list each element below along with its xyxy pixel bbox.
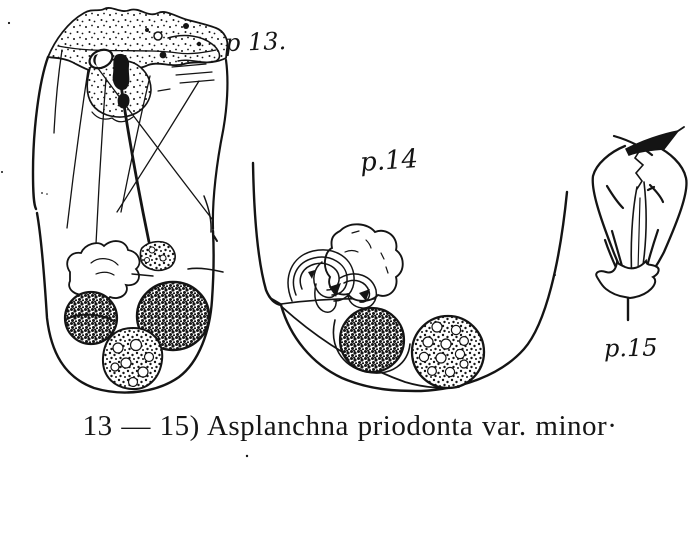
fig13-egg-dark-sphere <box>63 290 119 346</box>
fig13-vitellarium-gland <box>139 240 176 272</box>
fig13-egg-dark-sphere-band <box>66 313 115 322</box>
fig13-head-dots <box>145 23 202 59</box>
fig13-dark-blob <box>112 53 130 90</box>
fig15-fulcrum-inner <box>637 197 641 271</box>
fig15-central-zigzag <box>633 149 645 190</box>
fig13-right-dash <box>213 235 218 242</box>
fig13-gland-dots <box>144 246 167 263</box>
fig15-crown-base <box>595 258 660 300</box>
fig14-wall-left <box>251 161 283 307</box>
fig13-head-hatching <box>157 63 215 92</box>
fig13-gland-dash <box>131 273 154 277</box>
fig13-egg-dark-large <box>135 280 211 352</box>
fig13-right-hook-line <box>203 195 212 233</box>
plate-caption: 13 — 15) Asplanchna priodonta var. minor… <box>82 410 618 442</box>
fig14-coil-dark-gaps <box>308 270 370 301</box>
fig14-egg-dark-sphere <box>338 306 406 374</box>
fig14-label: p.14 <box>359 144 419 178</box>
fig14-kink-spur <box>268 296 282 305</box>
fig15-label: p.15 <box>603 333 658 363</box>
fig13-body-outline <box>31 55 50 211</box>
fig13-label: p 13. <box>224 26 287 58</box>
fig14-wall-bottom <box>279 190 569 393</box>
fig15-blade-left <box>612 134 654 157</box>
fig13-drawing <box>1 7 249 458</box>
fig13-right-short-line <box>187 267 224 273</box>
fig13-stomach-crumple <box>66 240 141 303</box>
fig14-stomach-cloud <box>324 223 404 302</box>
fig15-drawing <box>591 126 688 322</box>
fig13-head-snout <box>167 34 221 64</box>
fig14-stomach-dashes <box>344 230 389 274</box>
fig14-drawing <box>251 161 569 393</box>
fig15-blade-right-tip <box>677 126 685 132</box>
fig13-stomach-inner-squiggle <box>90 258 119 276</box>
fig13-oviduct-stalk <box>117 69 151 244</box>
fig13-muscle-lines <box>53 49 213 245</box>
fig13-paper-specks <box>1 21 249 458</box>
fig15-inner-strokes <box>603 183 665 276</box>
fig13-head-band-line <box>57 45 217 55</box>
fig13-egg-droplet-circles <box>110 338 155 388</box>
fig13-small-ring <box>153 31 163 41</box>
fig14-egg-droplet-circles <box>418 321 470 378</box>
fig14-speck <box>554 274 556 276</box>
fig15-blade-right-filled <box>624 129 680 156</box>
fig13-eye-crescent <box>93 54 98 66</box>
fig13-body-outline-lower-left <box>35 211 215 394</box>
fig13-body-outline-right <box>211 58 229 231</box>
fig15-fulcrum-left <box>630 186 638 281</box>
